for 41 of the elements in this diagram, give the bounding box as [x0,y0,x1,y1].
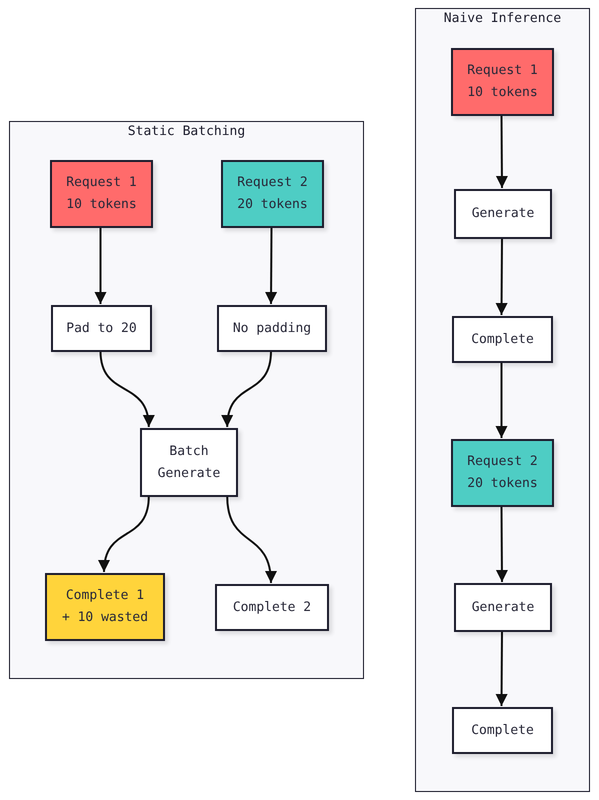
arrow [496,115,508,188]
arrow [496,631,508,706]
box-label: Complete 2 [232,598,312,616]
arrow [496,506,508,582]
process-box [454,583,552,632]
arrow [99,496,150,572]
process-box [140,428,238,497]
arrow [496,238,508,315]
box-label: Batch Generate [156,442,222,482]
box-label: Complete 1 + 10 wasted [62,587,148,627]
box-label: Request 1 10 tokens [65,174,138,214]
process-box [221,160,324,228]
group-title: Naive Inference [444,11,562,26]
group-title: Static Batching [128,124,246,139]
process-box [217,305,327,352]
process-box [45,573,165,641]
arrow [100,350,154,428]
group-panel [415,8,590,792]
box-label: Complete [471,330,534,348]
box-label: Generate [472,598,534,616]
arrow [94,227,106,304]
process-box [51,305,152,352]
arrow [265,227,278,304]
process-box [451,439,554,507]
arrow [222,350,272,428]
process-box [452,707,553,754]
process-box [454,189,552,239]
box-label: Request 2 20 tokens [466,453,539,493]
process-box [50,160,153,228]
box-label: No padding [232,320,312,338]
box-label: Complete [471,722,534,740]
arrow [496,362,508,438]
process-box [215,584,329,631]
box-label: Pad to 20 [66,320,137,338]
process-box [451,48,554,116]
process-box [452,316,553,363]
box-label: Request 1 10 tokens [466,62,539,102]
group-panel [9,121,364,679]
box-label: Request 2 20 tokens [236,174,309,214]
box-label: Generate [472,205,534,223]
arrow [226,496,276,584]
